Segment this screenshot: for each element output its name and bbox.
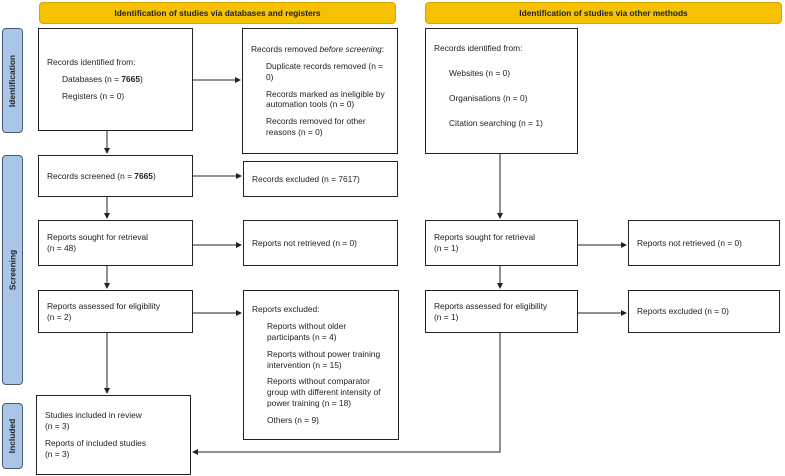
studies-included: Studies included in review(n = 3) — [45, 410, 142, 432]
other-reports-not-retrieved-box: Reports not retrieved (n = 0) — [628, 220, 780, 266]
registers-count: Registers (n = 0) — [62, 90, 125, 101]
list-item: Duplicate records removed (n = 0) — [266, 60, 384, 82]
box-text: Reports not retrieved (n = 0) — [637, 237, 742, 248]
reports-not-retrieved-box: Reports not retrieved (n = 0) — [243, 220, 398, 266]
studies-included-box: Studies included in review(n = 3) Report… — [36, 395, 191, 475]
list-item: Records removed for other reasons (n = 0… — [266, 116, 366, 138]
records-excluded-box: Records excluded (n = 7617) — [243, 161, 398, 197]
box-title: Records identified from: — [47, 57, 136, 68]
records-identified-box: Records identified from: Databases (n = … — [38, 28, 193, 131]
list-item: Organisations (n = 0) — [449, 92, 528, 103]
list-item: Reports without power training intervent… — [267, 348, 381, 370]
box-text: Reports not retrieved (n = 0) — [252, 237, 357, 248]
phase-identification: Identification — [2, 28, 23, 133]
box-text: Reports assessed for eligibility — [47, 300, 161, 311]
phase-screening: Screening — [2, 155, 23, 385]
box-count: (n = 48) — [47, 243, 77, 253]
list-item: Citation searching (n = 1) — [449, 117, 543, 128]
records-removed-box: Records removed before screening: Duplic… — [242, 28, 398, 154]
records-screened-box: Records screened (n = 7665) — [38, 155, 193, 197]
other-reports-excluded-box: Reports excluded (n = 0) — [628, 290, 780, 333]
header-other-methods: Identification of studies via other meth… — [425, 2, 782, 24]
box-count: (n = 2) — [47, 311, 72, 322]
other-reports-assessed-box: Reports assessed for eligibility (n = 1) — [425, 290, 578, 333]
box-text: Records excluded (n = 7617) — [252, 173, 360, 184]
box-title: Records identified from: — [434, 43, 523, 53]
list-item: Reports without older participants (n = … — [267, 320, 347, 342]
header-databases: Identification of studies via databases … — [39, 2, 396, 24]
list-item: Others (n = 9) — [267, 415, 319, 426]
list-item: Records marked as ineligible by automati… — [266, 88, 385, 110]
box-title: Records removed before screening: — [251, 43, 385, 54]
reports-assessed-box: Reports assessed for eligibility (n = 2) — [38, 290, 193, 333]
reports-included: Reports of included studies(n = 3) — [45, 438, 147, 459]
other-records-identified-box: Records identified from: Websites (n = 0… — [425, 28, 578, 154]
reports-excluded-box: Reports excluded: Reports without older … — [243, 290, 399, 440]
box-count: (n = 1) — [434, 311, 459, 322]
list-item: Websites (n = 0) — [449, 67, 511, 78]
databases-count: Databases (n = 7665) — [62, 74, 143, 85]
box-text: Reports sought for retrieval — [47, 232, 149, 243]
arrow — [192, 333, 501, 455]
box-title: Reports excluded: — [252, 303, 320, 314]
phase-included: Included — [2, 403, 23, 469]
list-item: Reports without comparator group with di… — [267, 376, 381, 409]
other-reports-sought-box: Reports sought for retrieval (n = 1) — [425, 220, 578, 266]
box-text: Reports assessed for eligibility — [434, 300, 548, 311]
box-text: Records screened (n = 7665) — [47, 170, 156, 181]
reports-sought-box: Reports sought for retrieval (n = 48) — [38, 220, 193, 266]
box-count: (n = 1) — [434, 243, 459, 253]
box-text: Reports excluded (n = 0) — [637, 306, 729, 317]
box-text: Reports sought for retrieval — [434, 232, 536, 243]
